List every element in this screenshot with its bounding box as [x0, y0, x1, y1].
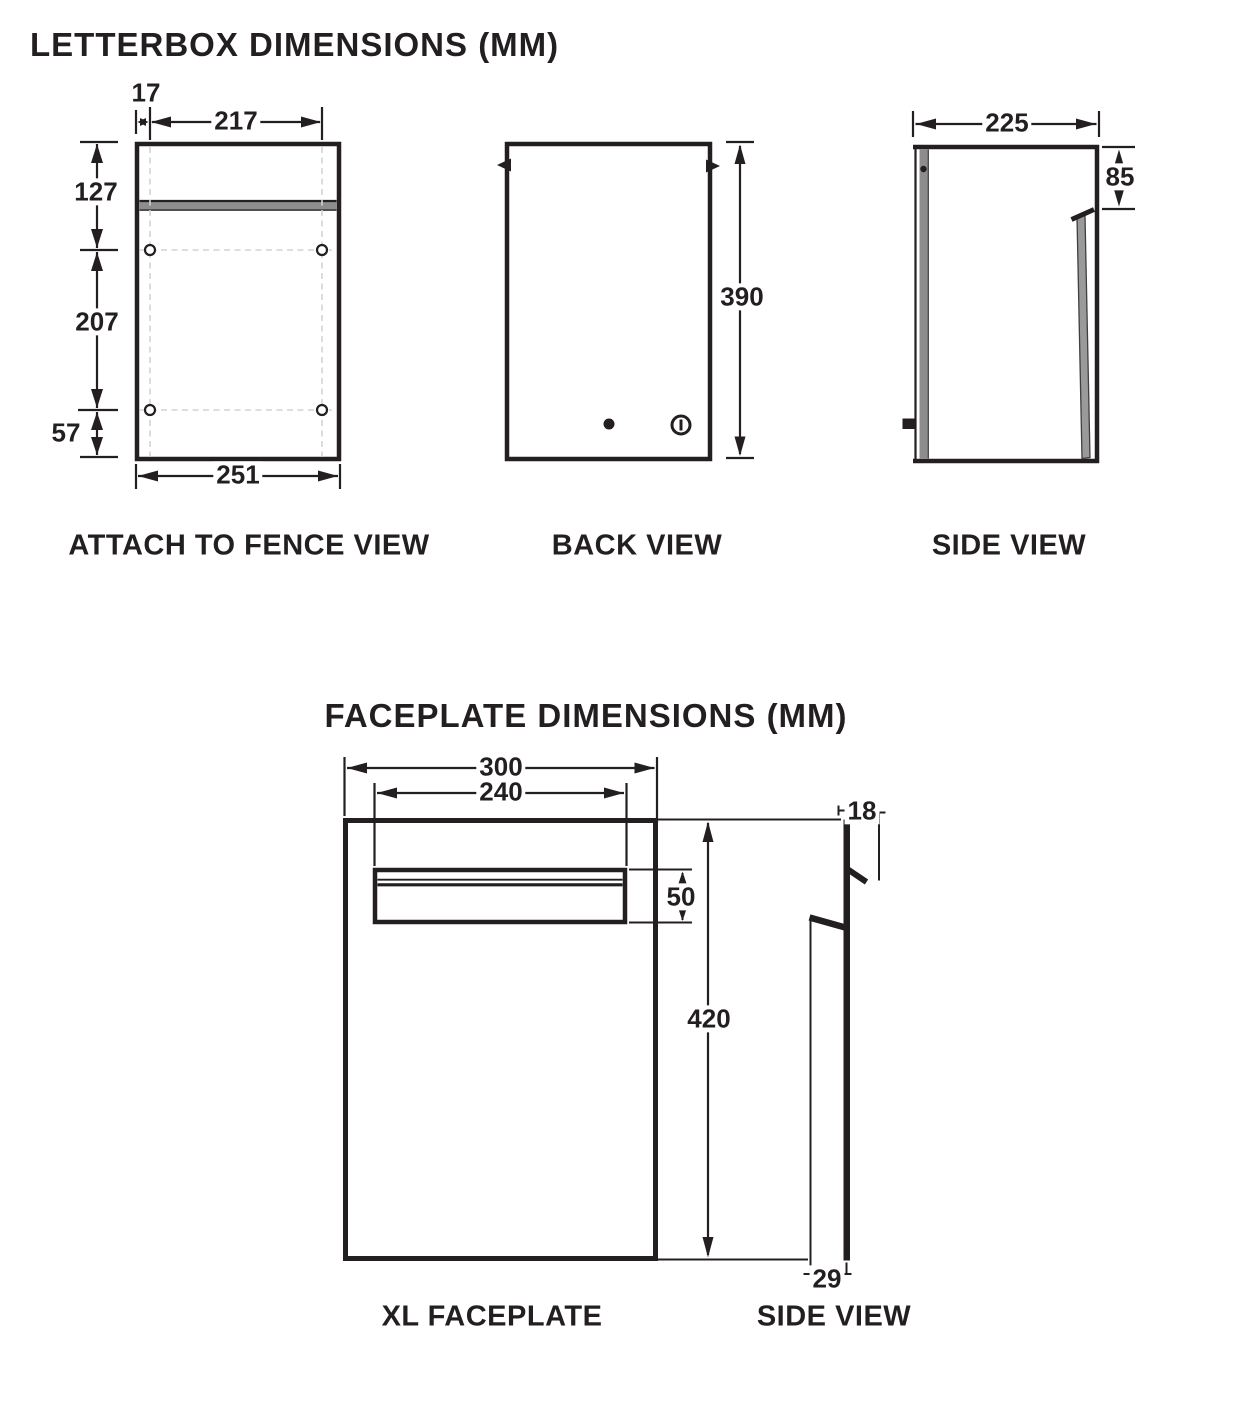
screw-hole — [143, 403, 157, 417]
screw-dot — [920, 165, 927, 173]
arrowhead-up — [91, 252, 103, 271]
outer-flap — [844, 866, 869, 885]
arrowhead-left — [138, 470, 158, 482]
letterbox-outline — [504, 141, 713, 462]
faceplate-profile-bar — [919, 149, 928, 459]
arrowhead-up — [91, 144, 103, 163]
arrowhead-left — [151, 116, 171, 128]
arrowhead-down — [91, 389, 103, 408]
inner-flap — [808, 914, 848, 932]
dim-slot-width-fence: 217 — [211, 107, 261, 135]
arrowhead-up — [91, 412, 103, 430]
dim-hole-to-bottom: 57 — [48, 419, 84, 447]
arrowhead-down — [702, 1237, 714, 1258]
drain-dot — [603, 418, 615, 430]
dim-slot-width: 240 — [476, 778, 526, 806]
dim-slot-height: 50 — [663, 883, 699, 911]
arrowhead-down — [91, 229, 103, 248]
arrowhead-down — [1113, 188, 1125, 207]
attach-to-fence-view — [78, 107, 342, 489]
arrowhead-right — [318, 470, 338, 482]
side-view-top — [902, 111, 1135, 464]
lock-icon — [670, 414, 692, 436]
letterbox-title: LETTERBOX DIMENSIONS (MM) — [30, 26, 560, 63]
internal-flap-cap — [1070, 207, 1096, 222]
letterbox-outline — [134, 141, 342, 462]
arrowhead-right — [1076, 118, 1096, 130]
faceplate-title: FACEPLATE DIMENSIONS (MM) — [324, 697, 848, 734]
dim-flap-projection: 18 — [844, 797, 880, 825]
arrowhead-right — [301, 116, 321, 128]
dim-top-to-hole: 127 — [71, 178, 121, 206]
dim-faceplate-width: 300 — [476, 753, 526, 781]
back-view-label: BACK VIEW — [551, 529, 723, 562]
mount-arrow-right — [706, 159, 720, 173]
faceplate-slot — [372, 867, 628, 925]
dim-fence-offset: 17 — [128, 79, 164, 107]
arrowhead-up — [702, 821, 714, 842]
arrowhead-left — [347, 762, 367, 774]
back-view — [497, 140, 754, 462]
dim-body-width: 251 — [213, 461, 263, 489]
side-view-bottom-label: SIDE VIEW — [756, 1300, 912, 1333]
xl-faceplate-label: XL FACEPLATE — [381, 1300, 603, 1333]
dim-flap-drop: 85 — [1102, 163, 1138, 191]
arrowhead-up — [734, 144, 746, 164]
dim-body-depth: 225 — [982, 109, 1032, 137]
arrowhead-down — [734, 436, 746, 456]
side-view-top-label: SIDE VIEW — [931, 529, 1087, 562]
arrowhead-right — [604, 787, 624, 799]
side-view-bottom — [803, 805, 886, 1275]
arrowhead-left — [377, 787, 397, 799]
arrowhead-down — [91, 437, 103, 455]
screw-hole — [315, 243, 329, 257]
mount-arrow-left — [497, 158, 511, 172]
dim-body-height: 390 — [717, 283, 767, 311]
xl-faceplate-view — [343, 757, 841, 1261]
arrowhead-right — [634, 762, 655, 774]
faceplate-profile-plate — [843, 819, 850, 1261]
internal-flap — [1076, 214, 1091, 460]
lock-tab — [902, 418, 915, 429]
arrowhead-left — [916, 118, 936, 130]
screw-hole — [143, 243, 157, 257]
attach-view-label: ATTACH TO FENCE VIEW — [68, 529, 430, 562]
dim-faceplate-height: 420 — [684, 1005, 734, 1033]
dim-hole-spacing: 207 — [72, 308, 122, 336]
slot-bar — [139, 200, 337, 211]
dim-inner-flap-depth: 29 — [809, 1265, 845, 1293]
screw-hole — [315, 403, 329, 417]
arrowhead-right — [140, 118, 149, 126]
